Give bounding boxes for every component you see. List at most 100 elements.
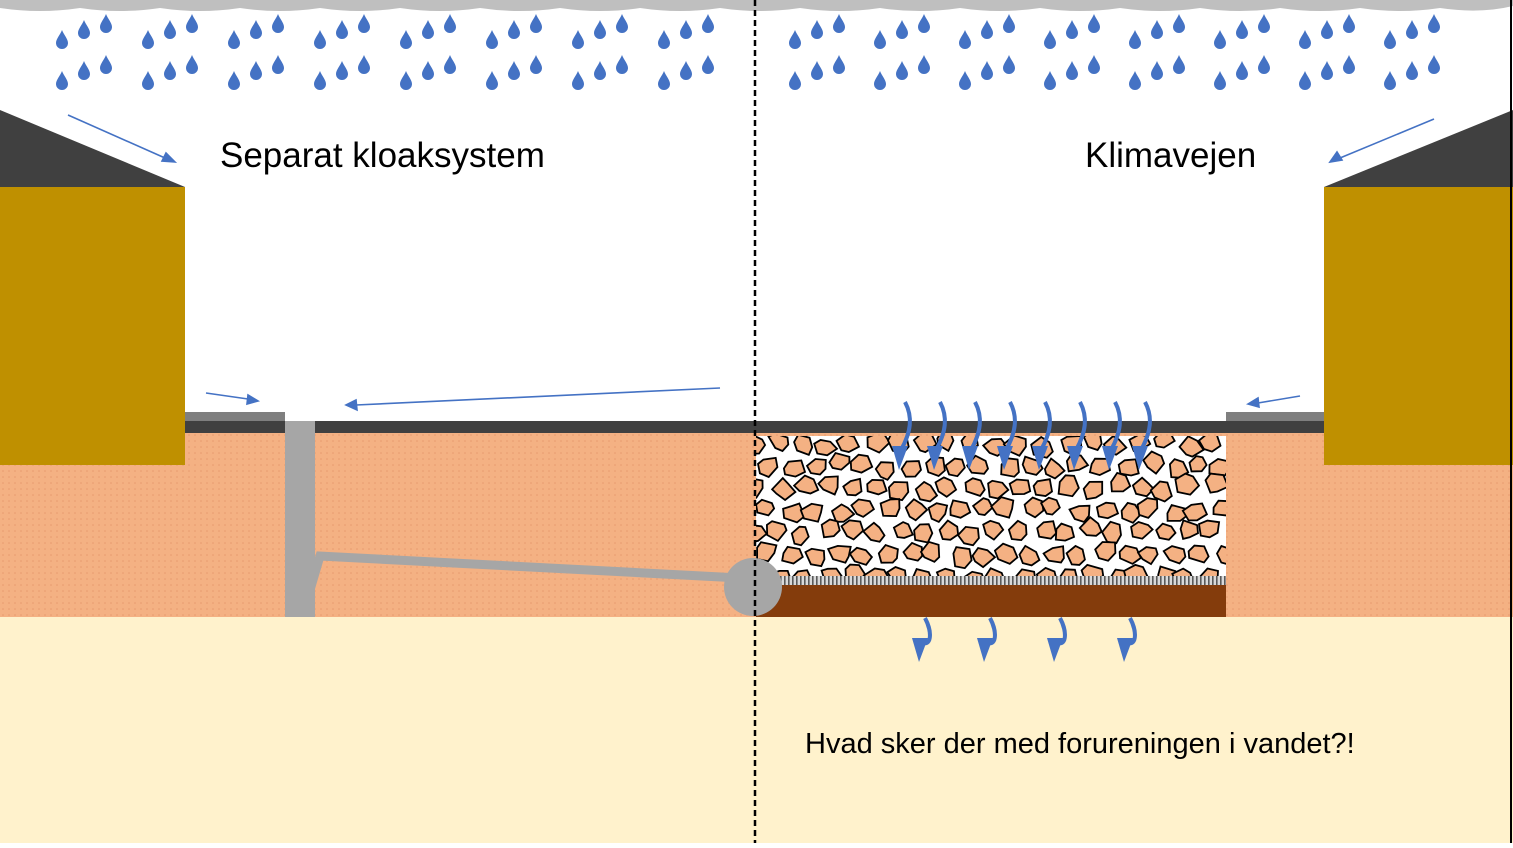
stone	[830, 503, 856, 523]
raindrop-icon	[164, 20, 176, 39]
raindrop-icon	[1088, 55, 1100, 74]
stone	[765, 520, 788, 543]
stone	[904, 498, 929, 522]
raindrop-icon	[358, 55, 370, 74]
raindrop-icon	[314, 71, 326, 90]
stone	[1215, 544, 1226, 565]
stone	[1155, 522, 1177, 541]
raindrop-icon	[78, 61, 90, 80]
infiltration-arrows	[892, 401, 1152, 662]
stone	[866, 436, 891, 454]
curved-arrow-down-icon	[912, 617, 932, 662]
raindrop-icon	[680, 61, 692, 80]
raindrop-icon	[422, 61, 434, 80]
stone	[1122, 563, 1149, 576]
stone	[900, 460, 922, 478]
stone	[1208, 458, 1226, 477]
stone	[1188, 455, 1208, 473]
raindrop-icon	[1299, 30, 1311, 49]
curved-arrow-down-icon	[962, 401, 982, 470]
raindrop-icon	[56, 30, 68, 49]
raindrop-icon	[186, 55, 198, 74]
stone	[1178, 436, 1205, 458]
raindrop-icon	[78, 20, 90, 39]
raindrop-icon	[1406, 61, 1418, 80]
geotextile-membrane	[756, 576, 1226, 585]
stone	[862, 521, 886, 543]
raindrop-icon	[228, 30, 240, 49]
stone	[805, 458, 827, 476]
stone	[964, 570, 984, 576]
raindrop-icon	[1003, 55, 1015, 74]
raindrop-icon	[186, 14, 198, 33]
sidewalk-right	[1226, 412, 1324, 421]
stone	[1174, 472, 1201, 496]
raindrop-icon	[272, 55, 284, 74]
stone	[1039, 496, 1061, 516]
stone	[1110, 471, 1132, 493]
stone	[1131, 476, 1155, 498]
raindrop-icon	[789, 30, 801, 49]
raindrop-icon	[358, 14, 370, 33]
base-layer	[756, 585, 1226, 617]
raindrop-icon	[833, 55, 845, 74]
raindrop-icon	[572, 30, 584, 49]
sewer-main	[724, 558, 782, 616]
stone	[1018, 544, 1041, 567]
raindrop-icon	[508, 20, 520, 39]
raindrop-icon	[1173, 55, 1185, 74]
stone	[1078, 515, 1103, 537]
raindrop-icon	[1088, 14, 1100, 33]
stone-fill	[756, 436, 1226, 576]
raindrop-icon	[874, 30, 886, 49]
raindrop-icon	[142, 30, 154, 49]
stone	[971, 546, 997, 569]
stone	[813, 439, 839, 457]
raindrop-icon	[1406, 20, 1418, 39]
arrow-icon	[246, 393, 261, 406]
stone	[1171, 567, 1193, 576]
stone	[886, 566, 907, 576]
raindrop-icon	[658, 71, 670, 90]
raindrop-icon	[486, 71, 498, 90]
stone	[912, 568, 932, 576]
stone	[820, 518, 841, 539]
raindrop-icon	[1236, 61, 1248, 80]
stone	[879, 498, 901, 518]
stone	[984, 567, 1004, 576]
sidewalk-left	[185, 412, 285, 421]
stone	[1043, 457, 1066, 480]
stone	[849, 453, 874, 474]
raindrop-icon	[422, 20, 434, 39]
curved-arrow-down-icon	[977, 617, 997, 662]
raindrop-icon	[400, 71, 412, 90]
raindrop-icon	[833, 14, 845, 33]
stone	[927, 502, 949, 524]
left-title: Separat kloaksystem	[220, 136, 545, 175]
stone	[949, 499, 972, 519]
stone	[877, 543, 899, 564]
raindrop-icon	[1299, 71, 1311, 90]
stone	[1153, 436, 1176, 449]
stone	[1042, 545, 1065, 564]
stone	[993, 542, 1019, 565]
raindrop-icon	[959, 30, 971, 49]
stone	[964, 477, 986, 497]
stone	[835, 436, 861, 453]
stone	[1023, 496, 1045, 519]
stone	[982, 519, 1005, 541]
stone	[1117, 458, 1140, 477]
stone	[848, 546, 874, 566]
stone	[1094, 541, 1117, 562]
stone	[756, 498, 776, 517]
raindrop-icon	[594, 61, 606, 80]
raindrop-icon	[508, 61, 520, 80]
raindrop-icon	[1003, 14, 1015, 33]
stone	[925, 456, 946, 478]
raindrop-icon	[56, 71, 68, 90]
raindrop-icon	[400, 30, 412, 49]
stone	[987, 479, 1010, 500]
curved-arrow-down-icon	[1047, 617, 1067, 662]
